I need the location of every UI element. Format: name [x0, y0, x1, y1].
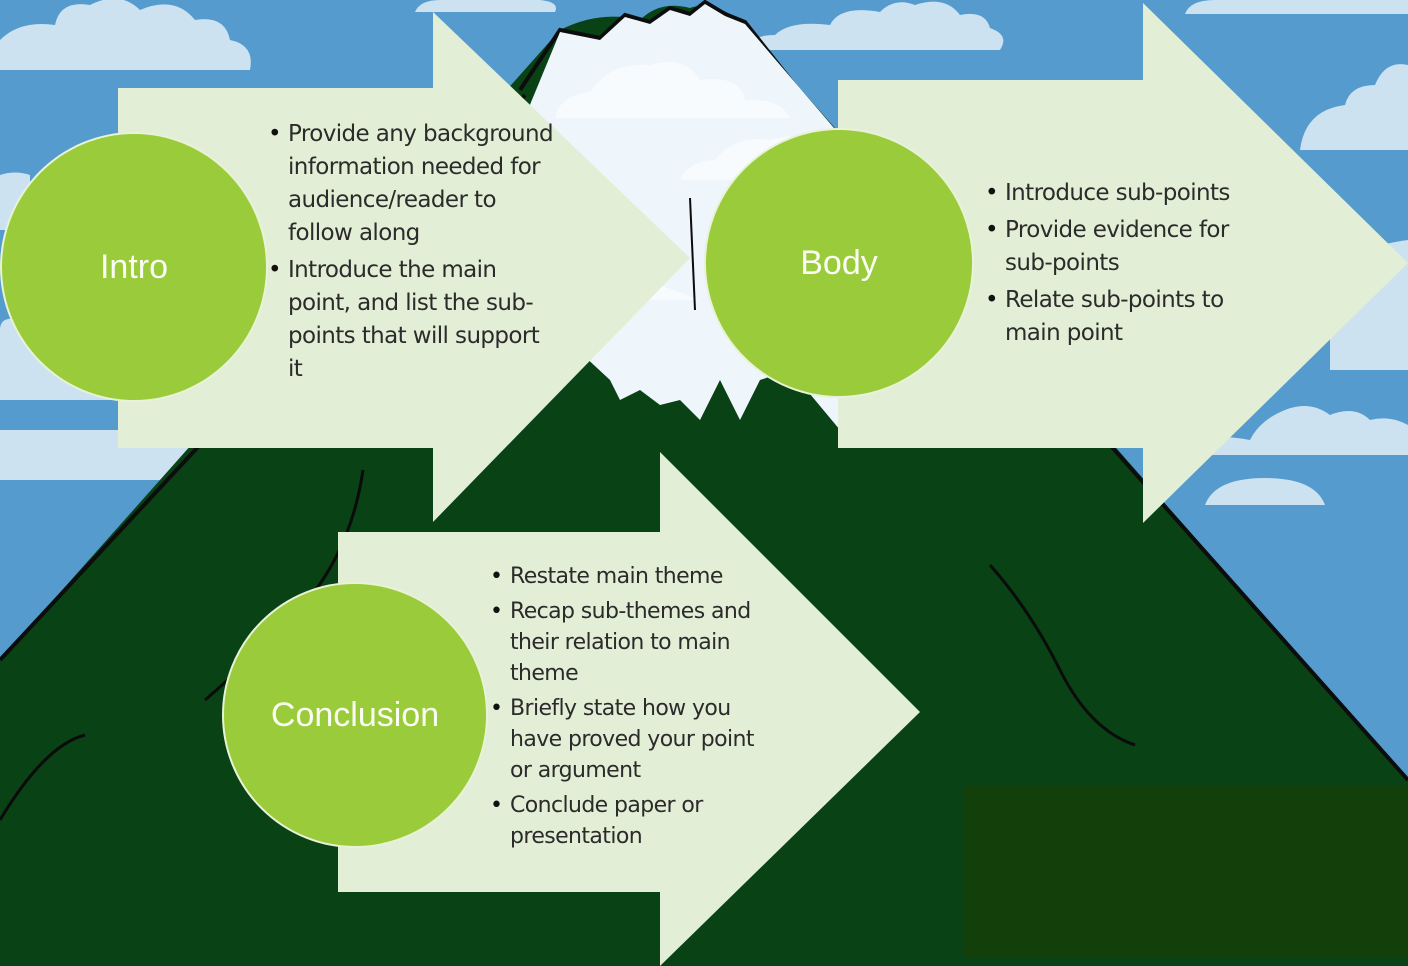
body-circle: Body	[704, 128, 974, 398]
intro-bullet: Provide any background information neede…	[268, 118, 558, 250]
intro-bullet-list: Provide any background information neede…	[268, 118, 558, 390]
body-bullet: Introduce sub-points	[985, 177, 1275, 210]
cloud	[415, 0, 556, 12]
body-label: Body	[800, 243, 878, 282]
ridge-line	[0, 733, 86, 821]
body-bullet-list: Introduce sub-points Provide evidence fo…	[985, 177, 1275, 354]
conclusion-bullet: Conclude paper or presentation	[490, 790, 775, 852]
conclusion-bullet: Briefly state how you have proved your p…	[490, 693, 775, 786]
cloud	[555, 62, 790, 118]
intro-bullet: Introduce the main point, and list the s…	[268, 254, 558, 386]
ridge-line	[689, 197, 696, 311]
cloud	[0, 0, 251, 70]
conclusion-bullet: Recap sub-themes and their relation to m…	[490, 596, 775, 689]
body-bullet: Provide evidence for sub-points	[985, 214, 1275, 280]
cloud	[1185, 0, 1408, 14]
conclusion-circle: Conclusion	[222, 582, 488, 848]
body-bullet: Relate sub-points to main point	[985, 284, 1275, 350]
ridge-line	[988, 564, 1136, 747]
cloud	[750, 1, 1004, 51]
dark-patch	[963, 785, 1408, 957]
cloud	[1300, 64, 1408, 150]
intro-label: Intro	[99, 247, 169, 286]
cloud	[1205, 478, 1325, 505]
conclusion-bullet: Restate main theme	[490, 561, 775, 592]
conclusion-label: Conclusion	[270, 695, 440, 734]
intro-circle: Intro	[0, 132, 268, 402]
conclusion-bullet-list: Restate main theme Recap sub-themes and …	[490, 561, 775, 856]
